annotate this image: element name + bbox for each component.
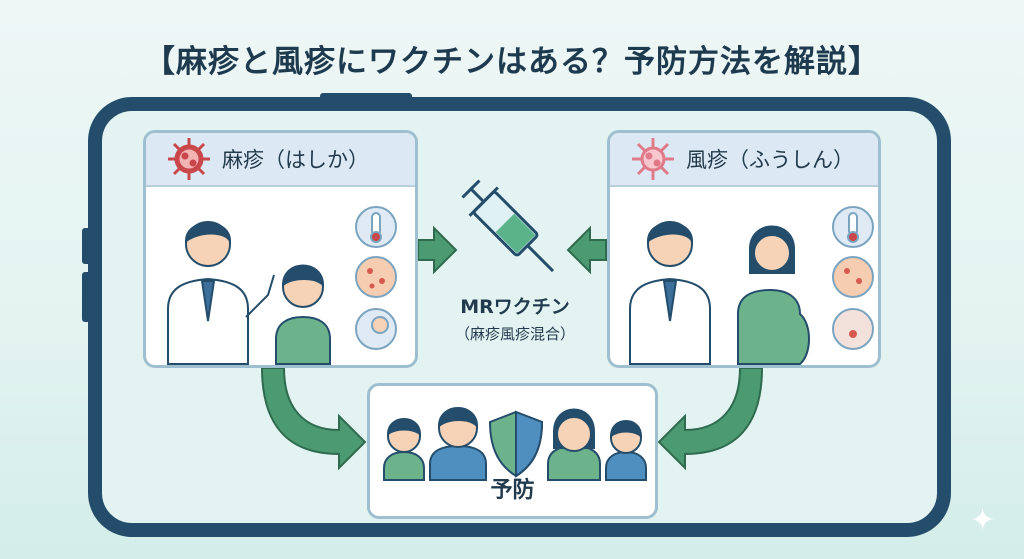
virus-icon (630, 136, 676, 182)
measles-title: 麻疹（はしか） (222, 148, 369, 172)
page-title: 【麻疹と風疹にワクチンはある？予防方法を解説】 (144, 44, 880, 80)
virus-icon (166, 136, 212, 182)
measles-card: 麻疹（はしか） (143, 130, 418, 368)
phone-side-button (82, 272, 92, 322)
vaccine-name: MRワクチン (460, 296, 570, 318)
doctor-and-pregnant-woman-illustration (629, 206, 874, 365)
rash-icon (832, 256, 874, 298)
vaccine-label: MRワクチン （麻疹風疹混合） (430, 292, 600, 344)
protected-family-illustration (383, 407, 647, 481)
rubella-title: 風疹（ふうしん） (686, 148, 854, 172)
prevention-label: 予防 (490, 478, 535, 503)
prevention-card: 予防 (367, 383, 658, 519)
doctor-and-child-illustration (167, 206, 397, 365)
swollen-neck-icon (832, 308, 874, 350)
rash-icon (355, 256, 397, 298)
phone-side-button (82, 228, 92, 264)
rubella-card: 風疹（ふうしん） (607, 130, 881, 368)
arrow-down-left (657, 367, 764, 471)
arrow-right (417, 225, 458, 275)
sparkle-icon: ✦ (970, 503, 996, 538)
syringe-icon (461, 179, 555, 273)
vaccine-detail: （麻疹風疹混合） (454, 325, 575, 343)
arrow-down-right (260, 367, 367, 471)
arrow-left (566, 225, 607, 275)
